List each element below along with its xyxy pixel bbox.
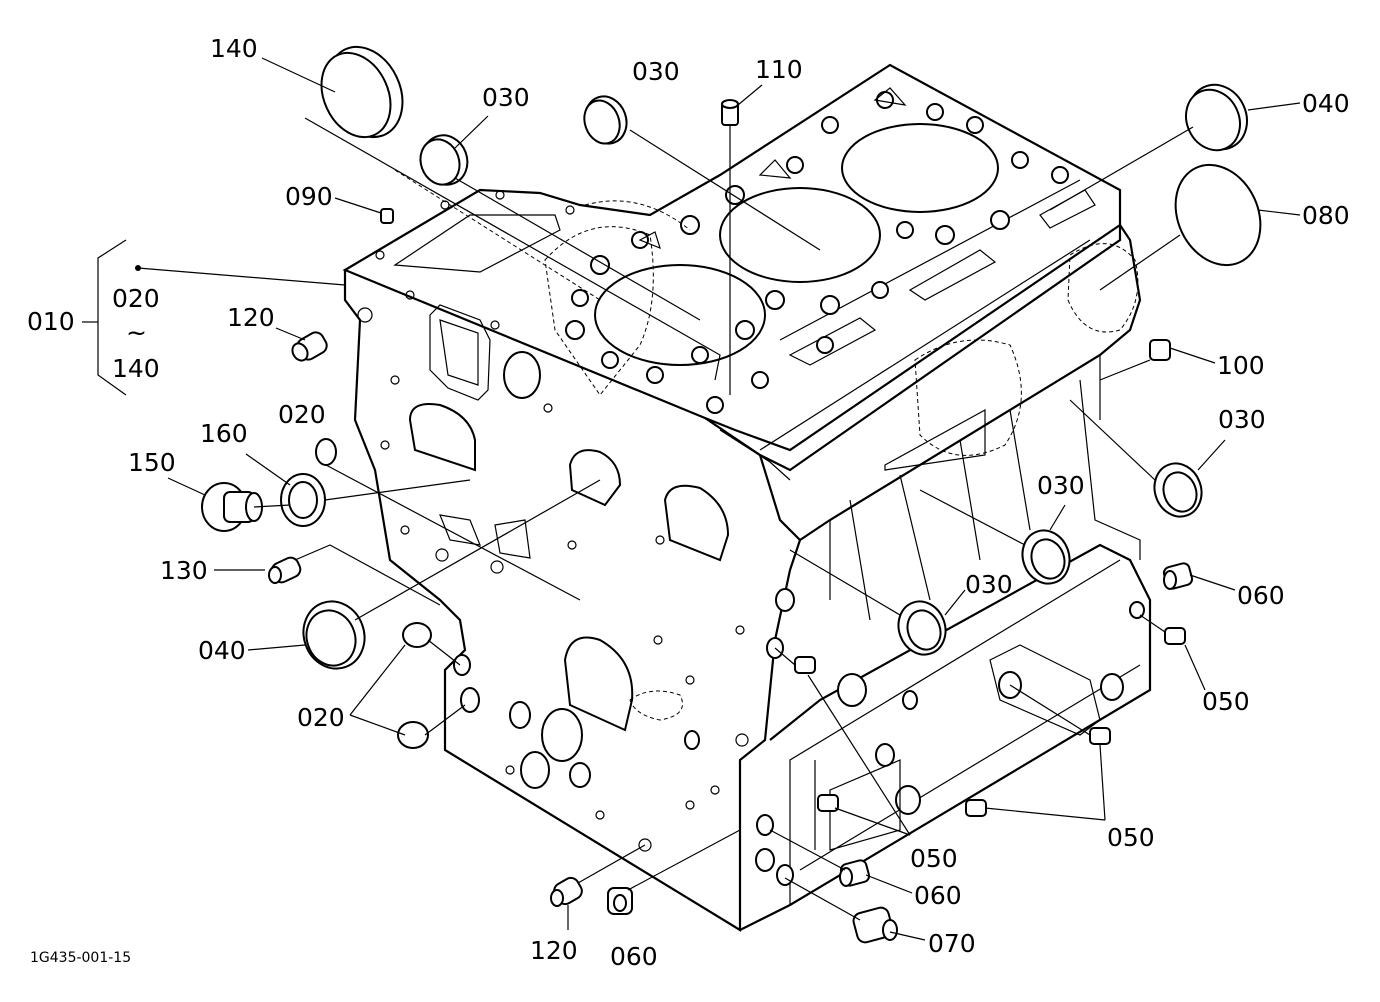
part-080-cover	[1174, 163, 1262, 267]
part-060-plug-c	[607, 887, 633, 915]
part-060-plug-a	[1162, 562, 1194, 590]
part-120-pipe-a	[291, 331, 328, 362]
block-deck-edge	[704, 225, 1122, 472]
figure-id: 1G435-001-15	[30, 950, 131, 966]
cylinder-block	[342, 63, 1152, 932]
callout-030: 030	[1037, 471, 1085, 500]
part-050-screws	[794, 627, 1186, 817]
deck-oil-gallery	[393, 214, 561, 273]
callout-110: 110	[755, 55, 803, 84]
part-110-pin	[721, 99, 739, 126]
group-tilde: ~	[126, 318, 147, 347]
side-details	[544, 200, 1145, 886]
cylinder-bore-1	[594, 264, 766, 366]
callout-030: 030	[965, 570, 1013, 599]
parts	[201, 45, 1262, 944]
part-150-plug	[201, 482, 263, 532]
front-face-details	[357, 290, 749, 852]
callout-050: 050	[910, 844, 958, 873]
callout-020: 020	[297, 703, 345, 732]
part-040-plug-b	[302, 600, 366, 670]
callout-040: 040	[1302, 89, 1350, 118]
cylinder-bore-3	[841, 123, 999, 213]
block-top-deck	[342, 63, 1122, 452]
part-030-plug-c	[1153, 462, 1203, 518]
callout-030: 030	[1218, 405, 1266, 434]
callout-020: 020	[278, 400, 326, 429]
part-020-pin-a	[315, 438, 337, 466]
callout-120: 120	[530, 936, 578, 965]
part-030-plug-d	[1021, 529, 1071, 585]
group-bracket	[82, 239, 127, 396]
callout-070: 070	[928, 929, 976, 958]
callout-130: 130	[160, 556, 208, 585]
callout-030: 030	[632, 57, 680, 86]
part-030-plug-b	[583, 95, 628, 145]
callout-050: 050	[1202, 687, 1250, 716]
callout-040: 040	[198, 636, 246, 665]
part-120-pipe-b	[550, 876, 583, 907]
part-060-plug-b	[839, 859, 871, 887]
callout-140: 140	[210, 34, 258, 63]
callout-120: 120	[227, 303, 275, 332]
leader-lines	[135, 57, 1301, 941]
callout-150: 150	[128, 448, 176, 477]
callout-050: 050	[1107, 823, 1155, 852]
part-090-pin	[380, 208, 394, 224]
part-100-pin	[1149, 339, 1171, 361]
part-160-seal	[280, 473, 326, 527]
part-020-pin-b	[402, 622, 432, 648]
callout-090: 090	[285, 182, 333, 211]
part-040-plug-a	[1185, 83, 1248, 152]
part-070-plug	[852, 906, 898, 944]
labels: 010 020 ~ 140 140 030 030 110 040 080 09…	[27, 34, 1350, 971]
callout-060: 060	[1237, 581, 1285, 610]
block-front-face	[343, 270, 802, 932]
part-130-pipe	[268, 556, 302, 584]
callout-060: 060	[610, 942, 658, 971]
group-from-label: 020	[112, 284, 160, 313]
part-020-pin-c	[397, 721, 429, 749]
callout-080: 080	[1302, 201, 1350, 230]
callout-060: 060	[914, 881, 962, 910]
callout-160: 160	[200, 419, 248, 448]
deck-details	[375, 87, 1096, 414]
group-parent-label: 010	[27, 307, 75, 336]
part-140-plug	[320, 45, 404, 139]
part-030-plug-e	[897, 600, 947, 656]
callout-030: 030	[482, 83, 530, 112]
group-to-label: 140	[112, 354, 160, 383]
callout-100: 100	[1217, 351, 1265, 380]
